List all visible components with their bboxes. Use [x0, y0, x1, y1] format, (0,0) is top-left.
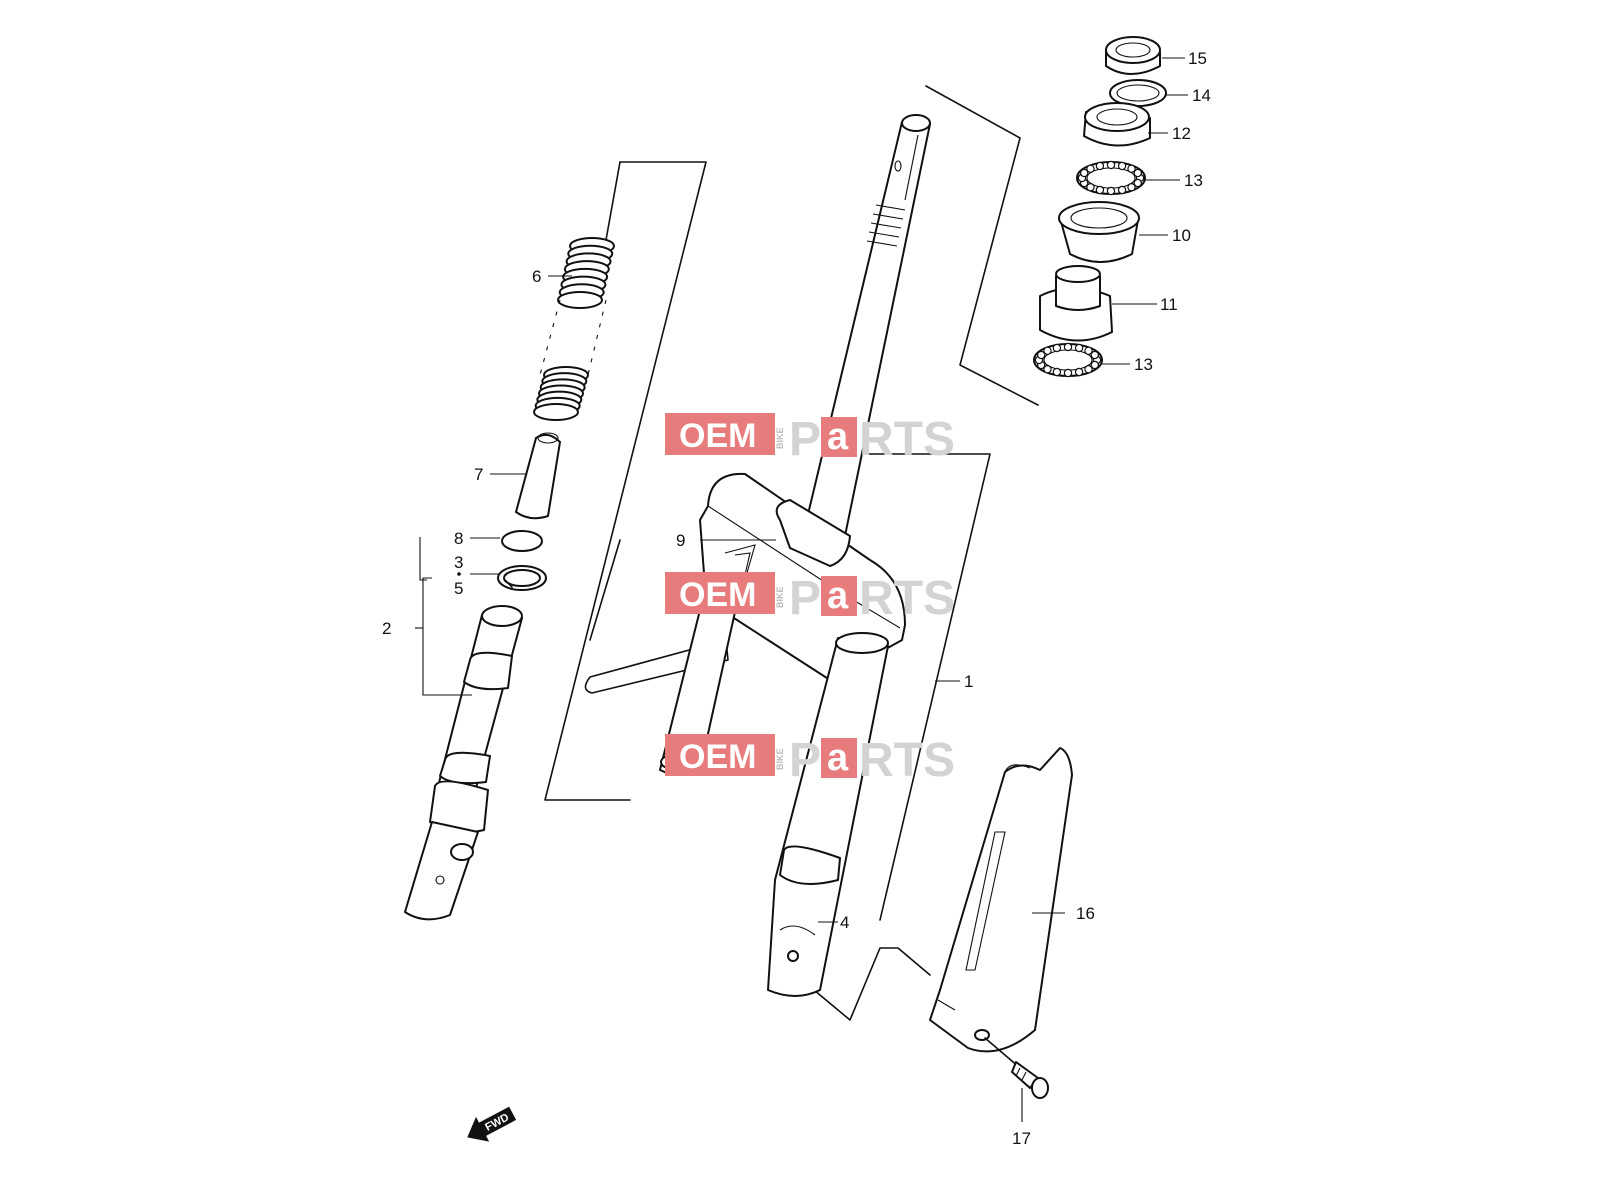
- bearing-ball: [1043, 346, 1052, 356]
- watermark-top: OEM BIKE P a RTS: [665, 413, 955, 466]
- callout-6: 6: [532, 267, 541, 286]
- bearing-ball: [1090, 360, 1099, 370]
- bearing-ball: [1127, 164, 1136, 174]
- bearing-ball: [1074, 367, 1084, 377]
- svg-text:RTS: RTS: [859, 572, 955, 625]
- bearing-ball: [1037, 350, 1046, 360]
- washer-and-circlip: [497, 530, 547, 591]
- bearing-ball: [1086, 182, 1095, 192]
- callout-17: 17: [1012, 1129, 1031, 1148]
- bearing-ball: [1084, 346, 1093, 356]
- bearing-ball: [1133, 178, 1142, 188]
- steering-bearing-stack: [1033, 36, 1167, 378]
- bearing-ball: [1063, 368, 1073, 378]
- fork-spring: [533, 237, 615, 421]
- svg-text:P: P: [789, 572, 821, 625]
- svg-text:P: P: [789, 413, 821, 466]
- leader-lines: [415, 57, 1188, 1122]
- steering-stem: [797, 114, 931, 561]
- bearing-ball: [1095, 185, 1105, 195]
- bearing-ball: [1052, 367, 1062, 377]
- bearing-ball: [1063, 342, 1073, 352]
- bearing-ball: [1074, 343, 1084, 353]
- callout-12: 12: [1172, 124, 1191, 143]
- svg-text:a: a: [827, 416, 849, 458]
- bearing-ball: [1117, 161, 1127, 171]
- svg-text:BIKE: BIKE: [775, 427, 785, 449]
- svg-text:a: a: [827, 575, 849, 617]
- assembly-bracket-lines: [544, 85, 1039, 1021]
- callout-14: 14: [1192, 86, 1211, 105]
- callout-2: 2: [382, 619, 391, 638]
- bearing-ball: [1090, 350, 1099, 360]
- callout-13-lower: 13: [1134, 355, 1153, 374]
- svg-text:OEM: OEM: [679, 417, 756, 455]
- bearing-ball: [1052, 343, 1062, 353]
- bearing-ball: [1127, 182, 1136, 192]
- watermark-bottom: OEM BIKE P a RTS: [665, 734, 955, 787]
- watermark-middle: OEM BIKE P a RTS: [665, 572, 955, 625]
- svg-text:OEM: OEM: [679, 738, 756, 776]
- callout-8: 8: [454, 529, 463, 548]
- svg-text:a: a: [827, 737, 849, 779]
- spring-coil: [557, 291, 603, 309]
- bearing-ball: [1133, 168, 1142, 178]
- spring-coil: [533, 403, 579, 421]
- callout-10: 10: [1172, 226, 1191, 245]
- bearing-ball: [1080, 168, 1089, 178]
- callout-1: 1: [964, 672, 973, 691]
- svg-text:RTS: RTS: [859, 413, 955, 466]
- bearing-ball: [1106, 186, 1116, 196]
- callout-7: 7: [474, 465, 483, 484]
- fork-outer-tube-right: [767, 632, 889, 997]
- fwd-label: FWD: [483, 1111, 511, 1133]
- callout-11: 11: [1160, 295, 1178, 314]
- callout-9: 9: [676, 531, 685, 550]
- callout-5: 5: [454, 579, 463, 598]
- fork-guard: [929, 747, 1073, 1053]
- bearing-ball: [1095, 161, 1105, 171]
- svg-text:BIKE: BIKE: [775, 748, 785, 770]
- callout-16: 16: [1076, 904, 1095, 923]
- bearing-ball: [1106, 160, 1116, 170]
- bearing-ball: [1043, 364, 1052, 374]
- fwd-arrow-icon: FWD: [467, 1106, 517, 1142]
- callout-labels: 15 14 12 13 10 11 13 6 7 8 3 5 2 9 1 4 1…: [382, 49, 1211, 1148]
- callout-15: 15: [1188, 49, 1207, 68]
- inner-fork-tube: [404, 605, 523, 921]
- callout-3: 3: [454, 553, 463, 572]
- spring-seat-piston: [515, 432, 561, 520]
- svg-text:OEM: OEM: [679, 576, 756, 614]
- guard-screw: [984, 1037, 1049, 1099]
- bearing-ball: [1086, 164, 1095, 174]
- svg-text:P: P: [789, 734, 821, 787]
- callout-13-upper: 13: [1184, 171, 1203, 190]
- bearing-ball: [1117, 185, 1127, 195]
- svg-text:RTS: RTS: [859, 734, 955, 787]
- svg-text:BIKE: BIKE: [775, 586, 785, 608]
- bearing-ball: [1084, 364, 1093, 374]
- watermarks: OEM BIKE P a RTS OEM BIKE P a RTS OEM BI…: [665, 413, 955, 787]
- callout-4: 4: [840, 913, 849, 932]
